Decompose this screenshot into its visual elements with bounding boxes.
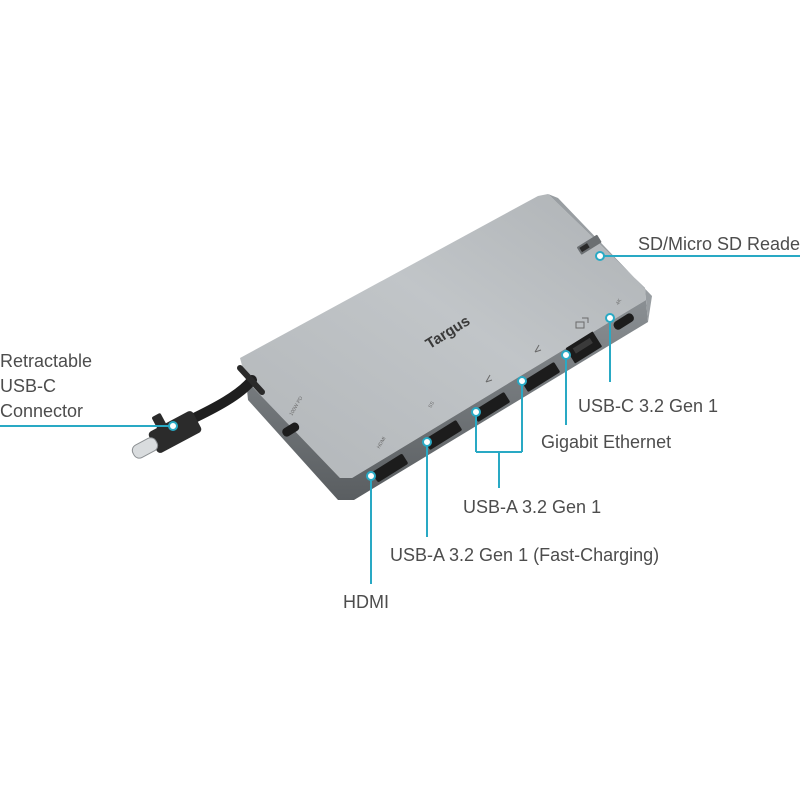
leader-dot [605,313,615,323]
sd-card-slot [577,234,602,255]
leader-dot [595,251,605,261]
usb-c-data-port[interactable] [612,312,635,331]
usb-c-plug [131,411,202,459]
usb-c-power-port[interactable] [281,421,301,438]
cable-slot [237,365,265,395]
usb-symbol-icon [534,344,542,353]
usb-a-fast-charging-port[interactable] [424,420,463,450]
hub-top-surface [240,194,646,478]
retractable-cable [185,375,257,425]
usb-a-fast-charging-label: USB-A 3.2 Gen 1 (Fast-Charging) [390,545,660,565]
hdmi-label: HDMI [343,592,389,612]
usb-a-gen1-label: USB-A 3.2 Gen 1 [463,497,602,517]
leader-dot [366,471,376,481]
hdmi-marking: HDMI [376,436,388,450]
leader-dot [517,376,527,386]
usb-c-gen1-label: USB-C 3.2 Gen 1 [578,396,719,416]
usba-fast-marking: SS [428,400,437,409]
leader-dot [561,350,571,360]
ethernet-symbol-icon [575,317,589,329]
usb-a-port-1[interactable] [472,392,511,422]
retractable-connector-label: Retractable USB-C Connector [0,351,93,421]
leader-dot [471,407,481,417]
leader-lines [0,251,800,584]
gigabit-ethernet-label: Gigabit Ethernet [541,432,672,452]
hdmi-port[interactable] [372,453,409,482]
usbc-data-marking: 4K [615,297,624,306]
gigabit-ethernet-port[interactable] [565,331,603,364]
sd-reader-label: SD/Micro SD Reader [638,234,800,254]
usb-symbol-icon [485,374,493,383]
leader-dot [168,421,178,431]
leader-dot [422,437,432,447]
usb-a-port-2[interactable] [522,362,561,392]
